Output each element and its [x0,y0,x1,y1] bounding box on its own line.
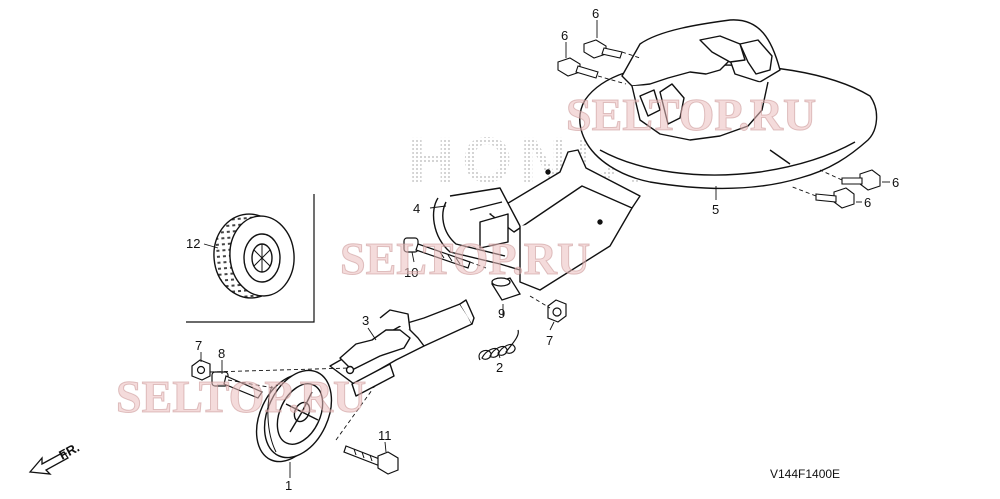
inset-frame [186,194,315,323]
callout-9: 9 [498,306,505,321]
callout-1: 1 [285,478,292,493]
figure-code: V144F1400E [770,467,840,481]
part-1-wheel [255,369,333,463]
site-watermark-top: SELTOP.RU [566,89,816,140]
site-watermark-bottom: SELTOP.RU [116,371,366,422]
callout-6-right-upper: 6 [892,175,899,190]
part-11-bolt [343,445,399,475]
callout-8: 8 [218,346,225,361]
leader-lines [200,20,890,478]
part-8-pin [211,371,263,399]
part-5-rear-cover [579,19,878,190]
callout-11: 11 [378,428,392,443]
callout-3: 3 [362,313,369,328]
part-6-bolts [557,39,881,209]
part-10-bolt [403,237,471,269]
part-9-collar [491,277,521,301]
part-2-spring [478,329,519,361]
callout-12: 12 [186,236,200,251]
callout-10: 10 [404,265,418,280]
callout-7-right: 7 [546,333,553,348]
callout-6-right-lower: 6 [864,195,871,210]
callout-6-top-left: 6 [561,28,568,43]
front-arrow-icon [28,451,69,475]
part-3-wheel-arm [329,299,475,397]
callout-5: 5 [712,202,719,217]
front-direction-indicator: FR. [28,440,82,475]
part-12-wheel-inset [213,213,295,299]
part-7-nut-right [547,299,567,323]
callout-4: 4 [413,201,420,216]
callout-7-left: 7 [195,338,202,353]
callout-labels: 1 2 3 4 5 6 6 6 6 7 7 8 9 10 11 12 [186,6,899,493]
part-7-nut-left [191,359,211,381]
callout-6-top-right: 6 [592,6,599,21]
callout-2: 2 [496,360,503,375]
site-watermark-middle: SELTOP.RU [340,233,590,284]
part-4-hitch-frame [432,149,641,291]
